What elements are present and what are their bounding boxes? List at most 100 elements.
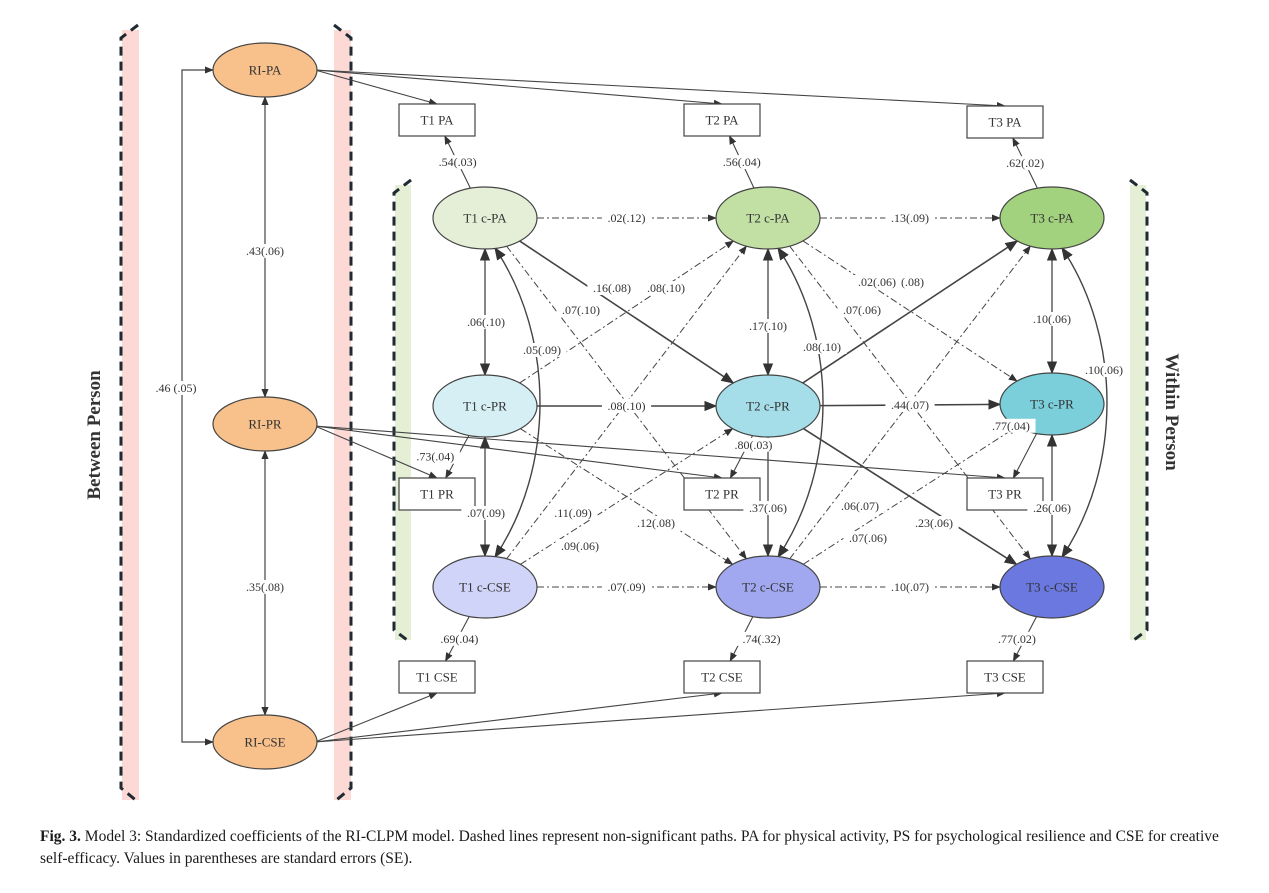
loading-label-t2cse: .74(.32) — [743, 632, 781, 646]
autoregressive-label-t1ccse-bg — [601, 580, 652, 594]
node-t1cpa: T1 c-PA — [432, 186, 538, 250]
within-corr-t1cpa-t1cpr-label: .06(.10) — [467, 315, 505, 329]
loading-label-t3pa-bg — [1000, 156, 1050, 171]
node-t2cpr: T2 c-PR — [715, 374, 821, 438]
ellipse — [715, 186, 821, 250]
box — [398, 103, 476, 137]
loading-label-t3pr-bg — [986, 418, 1036, 433]
node-label: T3 c-PR — [1030, 397, 1074, 412]
autoregressive-label-t1cpr: .08(.10) — [608, 399, 646, 413]
between-corr-ri-pa-ri-pr-label: .43(.06) — [246, 244, 284, 258]
ellipse — [212, 42, 318, 98]
cross-lagged-label-t1cpa-t2cpr: .16(.08) — [593, 281, 631, 295]
intercept-path-ri-pr-t1pr — [314, 425, 438, 479]
loading-label-t3pa: .62(.02) — [1006, 156, 1044, 170]
cross-lagged-label-t2ccse-t3cpa-bg — [835, 499, 885, 513]
loading-label-t1cse-bg — [434, 631, 484, 646]
intercept-path-ri-pa-t3pa — [314, 69, 1006, 110]
within-corr-t1cpa-t1ccse-label: .05(.09) — [523, 343, 561, 357]
cross-lagged-label-t2ccse-t3cpr: .07(.06) — [849, 531, 887, 545]
ellipse — [999, 186, 1105, 250]
cross-lagged-label-t1cpa-t2ccse-bg — [556, 303, 606, 317]
observed-label: T3 CSE — [984, 670, 1026, 685]
between-corr-ri-pa-ri-pr-label-bg — [240, 244, 290, 258]
within-corr-t1cpr-t1ccse-label: .07(.09) — [467, 506, 505, 520]
autoregressive-label-t1cpa: .02(.12) — [608, 211, 646, 225]
observed-label: T1 PA — [420, 113, 454, 128]
cross-lagged-label-t2cpr-t3ccse: .23(.06) — [915, 516, 953, 530]
loading-label-t1pa: .54(.03) — [439, 155, 477, 169]
loading-label-t3cse-bg — [992, 631, 1042, 646]
autoregressive-label-t2cpa-bg — [885, 211, 935, 225]
node-ri-pr: RI-PR — [212, 396, 318, 452]
loading-label-t2pr: .80(.03) — [734, 438, 772, 452]
ellipse — [212, 714, 318, 770]
observed-label: T1 CSE — [416, 670, 458, 685]
observed-label: T2 CSE — [701, 670, 743, 685]
cross-lagged-label-t1cpa-t2cpr-bg — [587, 281, 637, 295]
observed-t2pa: T2 PA — [683, 103, 761, 137]
observed-label: T3 PA — [988, 115, 1022, 130]
box — [966, 105, 1044, 139]
node-t2ccse: T2 c-CSE — [715, 555, 821, 619]
within-corr-t1cpa-t1cpr-label-bg — [461, 315, 511, 329]
ellipse — [212, 396, 318, 452]
cross-lagged-label-t2cpa-t3ccse: .07(.06) — [843, 303, 881, 317]
between-band-right — [334, 30, 351, 800]
node-ri-pa: RI-PA — [212, 42, 318, 98]
ri-clpm-diagram: Between Person Within Person RI-PA RI-PR R… — [84, 23, 1182, 804]
node-ri-cse: RI-CSE — [212, 714, 318, 770]
between-corr-ri-pr-ri-cse-label: .35(.08) — [246, 580, 284, 594]
within-bracket-right — [1129, 178, 1149, 645]
cross-lagged-label-t1ccse-t2cpa: .11(.09) — [554, 506, 592, 520]
cross-lagged-label-t2cpa-t3cpr: .02(.06) — [858, 275, 896, 289]
autoregressive-label-t1cpa-bg — [601, 211, 652, 225]
observed-t3cse: T3 CSE — [966, 660, 1044, 694]
node-label: RI-CSE — [244, 735, 285, 750]
cross-lagged-label-t2cpa-t3ccse-bg — [837, 303, 887, 317]
intercept-path-ri-pa-t2pa — [314, 69, 723, 107]
loading-label-t2cse-bg — [736, 631, 787, 646]
observed-label: T2 PA — [705, 113, 739, 128]
cross-lagged-label-t1ccse-t2cpa-bg — [548, 506, 598, 520]
cross-lagged-label-t2cpa-t3cpr-bg — [852, 275, 902, 289]
between-corr-ri-pa-ri-cse-label-bg — [148, 381, 204, 395]
cross-lagged-t2cpr-t3ccse — [803, 427, 1018, 566]
intercept-path-ri-pa-t1pa — [314, 69, 438, 106]
within-corr-t3cpr-t3ccse-label: .26(.06) — [1033, 501, 1071, 515]
loading-label-t2pa-bg — [717, 155, 767, 170]
cross-lagged-t2cpa-t3cpr — [802, 240, 1018, 382]
autoregressive-label-t2ccse: .10(.07) — [891, 580, 929, 594]
loading-label-t1pr-bg — [410, 449, 460, 464]
node-t3cpa: T3 c-PA — [999, 186, 1105, 250]
observed-t3pa: T3 PA — [966, 105, 1044, 139]
ellipse — [715, 555, 821, 619]
between-bracket-right — [333, 23, 353, 804]
coefficient-labels-layer: .43(.06).35(.08).46 (.05).54(.03).56(.04… — [148, 155, 1129, 646]
box — [683, 660, 761, 694]
within-corr-t1cpa-t1ccse — [494, 246, 541, 559]
observed-t1pa: T1 PA — [398, 103, 476, 137]
intercept-path-ri-cse-t2cse — [314, 690, 723, 743]
cross-lagged-label-t2ccse-t3cpa: .06(.07) — [841, 499, 879, 513]
within-person-panel: Within Person — [392, 178, 1182, 645]
within-corr-t1cpa-t1ccse-label-bg — [517, 343, 567, 357]
cross-lagged-label-t1cpr-t2ccse: .12(.08) — [637, 516, 675, 530]
node-t3ccse: T3 c-CSE — [999, 555, 1105, 619]
cross-lagged-label-t2ccse-t3cpr-bg — [843, 531, 893, 545]
node-label: T2 c-PR — [746, 399, 790, 414]
cross-lagged-t1cpa-t2cpr — [519, 240, 735, 384]
within-bracket-left — [392, 178, 412, 645]
between-person-panel: Between Person — [84, 23, 353, 804]
box — [398, 477, 476, 511]
node-label: RI-PA — [249, 63, 282, 78]
ellipse — [432, 555, 538, 619]
autoregressive-label-t2cpr-bg — [885, 398, 935, 412]
cross-lagged-label-t2cpr-t3ccse-bg — [909, 516, 959, 530]
within-corr-t2cpa-t2ccse — [777, 246, 824, 559]
loading-label-t3pr: .77(.04) — [992, 419, 1030, 433]
node-label: T3 c-CSE — [1026, 580, 1078, 595]
node-label: T1 c-PA — [463, 211, 507, 226]
within-corr-t2cpa-t2cpr-label-bg — [743, 319, 793, 333]
box — [398, 660, 476, 694]
